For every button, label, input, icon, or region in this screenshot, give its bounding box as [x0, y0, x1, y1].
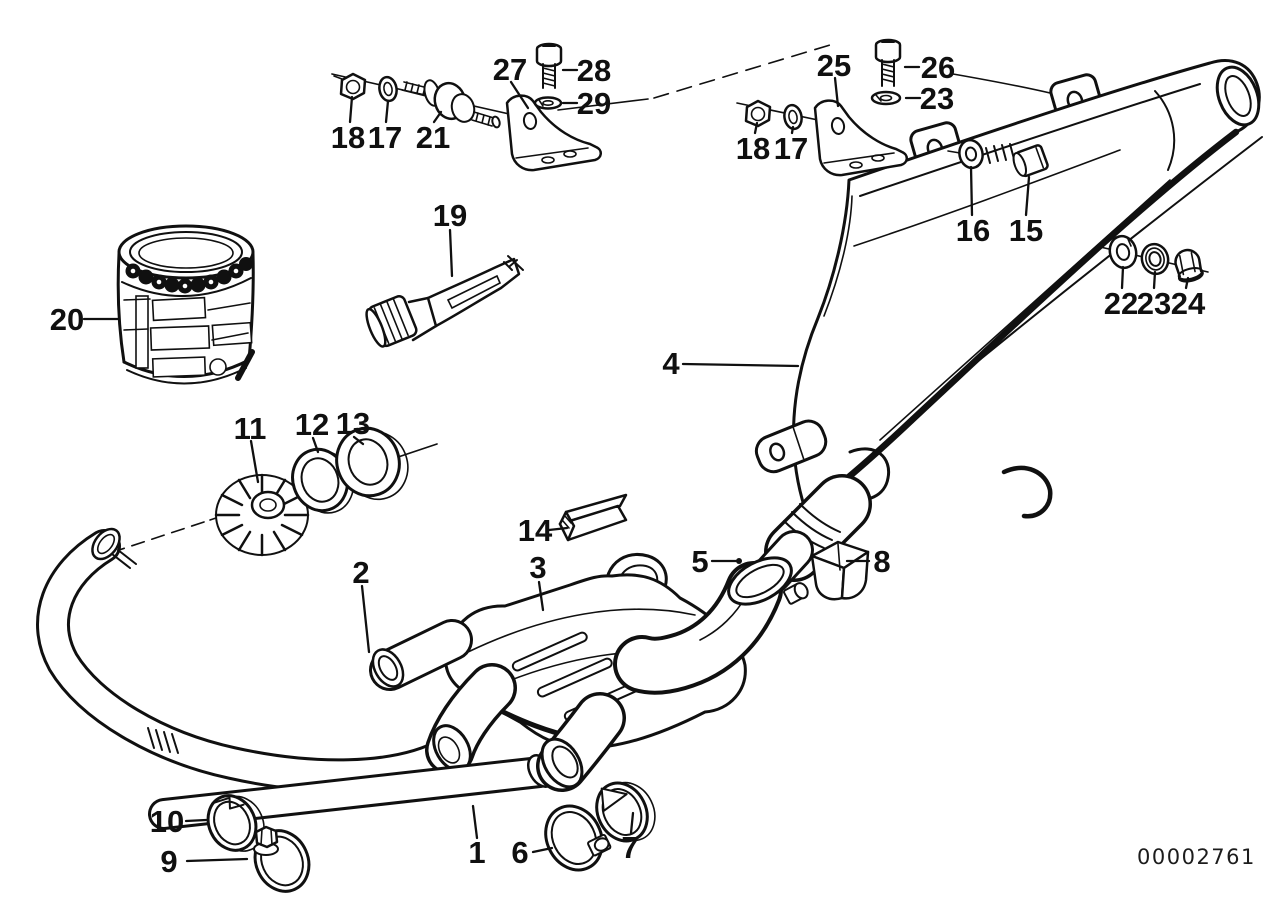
callout-7: 7	[621, 830, 638, 865]
pipe-slip-end	[91, 527, 121, 561]
hose-clamp-6	[544, 804, 612, 872]
callout-17b: 17	[774, 131, 808, 166]
tailpipe-opening	[1215, 65, 1261, 127]
heat-shield-slots	[511, 631, 640, 722]
collector-bottom-stub	[536, 692, 626, 792]
leader-lines	[82, 65, 1190, 863]
callout-22: 22	[1104, 286, 1138, 321]
callout-1: 1	[468, 835, 485, 870]
callout-28: 28	[577, 53, 611, 88]
gasket-block-14	[558, 493, 628, 542]
washer-16	[947, 138, 984, 170]
rubber-mount-stud-21	[401, 79, 501, 129]
callout-16: 16	[956, 213, 990, 248]
assembly-paste-can	[116, 224, 255, 385]
washer-22	[1108, 234, 1138, 270]
callout-11: 11	[234, 411, 267, 446]
mount-bracket-8	[810, 540, 870, 601]
callout-10: 10	[150, 804, 184, 839]
front-pipe-2	[369, 619, 473, 691]
hex-nut-18b	[744, 99, 772, 128]
split-sleeve-10	[206, 794, 265, 852]
callout-12: 12	[295, 407, 329, 442]
callout-2: 2	[352, 555, 369, 590]
washer-23a	[870, 90, 902, 106]
collector-left-inlet-tube	[425, 663, 517, 775]
assembly-paste-tube	[365, 255, 524, 348]
clamp-bolt-head	[254, 825, 279, 849]
callout-19: 19	[433, 198, 467, 233]
fastener-cluster-middle	[744, 38, 908, 177]
sealing-ring-13	[335, 426, 409, 501]
callout-25: 25	[817, 48, 851, 83]
lock-washer-17b	[783, 103, 803, 131]
callout-23b: 23	[1137, 286, 1171, 321]
callout-18b: 18	[736, 131, 770, 166]
cap-nut-24	[1174, 248, 1204, 283]
hex-nut-18a	[333, 72, 367, 101]
callout-15: 15	[1009, 213, 1043, 248]
callout-26: 26	[921, 50, 955, 85]
callout-4: 4	[662, 346, 680, 381]
callout-29: 29	[577, 86, 611, 121]
fastener-cluster-left	[333, 42, 602, 172]
spring-bolt-15	[985, 143, 1049, 178]
diagram-id-number: 00002761	[1137, 845, 1256, 869]
finned-sealing-ring-11	[214, 473, 310, 557]
screw-28	[535, 42, 563, 89]
callout-14: 14	[518, 513, 553, 548]
lock-washer-17a	[378, 75, 398, 103]
washer-29	[533, 96, 563, 110]
muffler-mount-tab	[754, 419, 828, 474]
callout-labels: 18 17 21 27 28 29 25 26 23 18 17 16 15 2…	[50, 48, 1206, 879]
collector-body	[444, 573, 747, 750]
gusset-bracket-25	[813, 99, 908, 177]
callout-13: 13	[336, 406, 370, 441]
exhaust-clamp-5	[727, 556, 809, 606]
callout-23a: 23	[920, 81, 954, 116]
screw-26	[874, 38, 902, 87]
header-pipe-loop	[36, 527, 465, 793]
callout-3: 3	[529, 550, 546, 585]
callout-27: 27	[493, 52, 527, 87]
callout-21: 21	[416, 120, 450, 155]
gusset-bracket-27	[505, 94, 602, 172]
callout-6: 6	[511, 835, 528, 870]
callout-9: 9	[160, 844, 177, 879]
split-sleeve-7	[595, 781, 656, 843]
callout-5: 5	[691, 544, 708, 579]
callout-8: 8	[873, 544, 890, 579]
callout-18a: 18	[331, 120, 365, 155]
callout-17a: 17	[368, 120, 402, 155]
callout-24: 24	[1171, 286, 1206, 321]
callout-20: 20	[50, 302, 84, 337]
washer-23b	[1140, 242, 1170, 276]
can-dot-band	[125, 257, 253, 294]
pipe-clamp-9	[253, 825, 311, 893]
slip-joint-ribs	[147, 727, 179, 754]
